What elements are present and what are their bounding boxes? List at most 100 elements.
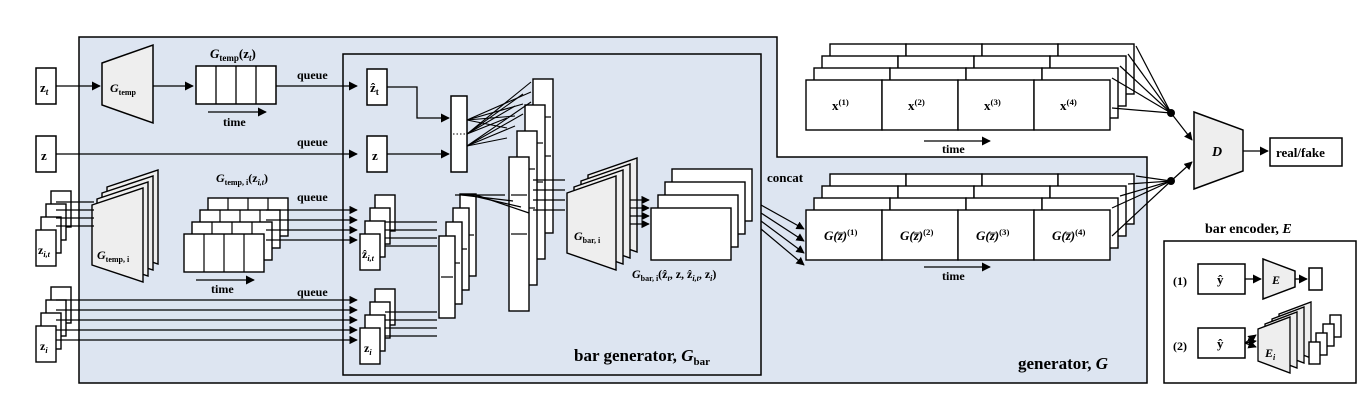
input-z: z (35, 135, 57, 173)
g-bar-i-trapezoid (566, 175, 617, 271)
bar-encoder-row1-encoder: E (1262, 257, 1296, 301)
svg-text:zt: zt (40, 80, 49, 97)
svg-text:Gbar, i: Gbar, i (574, 229, 601, 245)
generated-sample-cell (1033, 209, 1111, 261)
fan-line (466, 137, 508, 147)
svg-text:Gtemp, i: Gtemp, i (97, 248, 130, 264)
real-fake-output: real/fake (1269, 137, 1343, 167)
g-temp-i-generator-stack (91, 169, 159, 283)
concat-connections (760, 204, 805, 266)
track-to-full-line (461, 194, 514, 202)
bar-gen-z-i-box (359, 327, 381, 365)
svg-text:Gtemp, i(zi,t): Gtemp, i(zi,t) (216, 171, 268, 187)
node-to-d (1170, 112, 1193, 141)
svg-text:(1): (1) (1173, 274, 1187, 288)
svg-text:Gbar, i(ẑt, z, ẑi,t, zi): Gbar, i(ẑt, z, ẑi,t, zi) (632, 267, 716, 283)
bar-gen-fan-connections (455, 81, 532, 214)
fan-line (466, 93, 524, 135)
concat-arrow (760, 228, 805, 266)
fake-to-node (1127, 180, 1172, 185)
fake-to-node (1119, 180, 1172, 197)
real-sample-label-3: x(3) (984, 97, 1001, 113)
zhat-i-t-label: ẑi,t (362, 247, 375, 263)
svg-text:ŷ: ŷ (1217, 336, 1224, 351)
g-bar-output-frame (650, 207, 732, 261)
encoder-i-trapezoid (1257, 316, 1291, 374)
discriminator-inputs (1111, 45, 1193, 237)
multi-track-arrows (56, 201, 358, 345)
discriminator: D (1193, 110, 1244, 191)
fake-to-node (1135, 175, 1172, 182)
generated-sample-cell (881, 209, 959, 261)
fan-line (466, 117, 508, 135)
svg-text:queue: queue (297, 68, 328, 82)
svg-text:generator, G: generator, G (1018, 354, 1109, 373)
fan-line (466, 91, 532, 121)
real-sample-cell (805, 79, 883, 131)
input-z-i-stack: zi (35, 286, 72, 363)
real-samples-row: x(1) x(2) x(3) x(4) (805, 43, 1135, 131)
svg-text:bar generator, Gbar: bar generator, Gbar (574, 346, 710, 368)
svg-text:D: D (1211, 145, 1222, 160)
y-to-encoder-i (1244, 340, 1257, 349)
generated-sample-label-2: G(z̅)(2) (900, 227, 933, 243)
concat-arrow (760, 212, 805, 242)
svg-text:Gtemp: Gtemp (110, 81, 137, 97)
encoder-i-latent (1308, 341, 1321, 365)
g-temp-i-trapezoid (91, 187, 144, 283)
svg-text:time: time (211, 282, 234, 296)
svg-text:Gtemp(zt): Gtemp(zt) (210, 46, 256, 63)
svg-text:real/fake: real/fake (1276, 145, 1325, 160)
bar-encoder-row2-input: ŷ (1197, 327, 1246, 359)
fan-line (466, 81, 532, 135)
svg-text:bar encoder, E: bar encoder, E (1205, 222, 1292, 237)
bar-encoder-row1-input: ŷ (1197, 263, 1246, 295)
svg-text:time: time (942, 142, 965, 156)
fan-line (466, 115, 516, 121)
real-to-node (1111, 107, 1172, 114)
bar-gen-input-zhat-i-t-stack: ẑi,t (359, 194, 437, 271)
real-sample-label-2: x(2) (908, 97, 925, 113)
generated-sample-cell (957, 209, 1035, 261)
bar-gen-concat-vector-track-stack (438, 193, 477, 319)
fan-line (466, 105, 516, 135)
real-to-node (1135, 45, 1172, 114)
real-to-node (1127, 53, 1172, 114)
bar-gen-input-z-i-stack: zi (359, 288, 437, 365)
fan-line (466, 113, 524, 147)
fan-line (466, 125, 516, 147)
zhat-i-t-box (359, 233, 381, 271)
z-i-t-input-box (35, 229, 57, 267)
svg-text:time: time (223, 115, 246, 129)
track-to-full-line (475, 194, 530, 214)
svg-text:concat: concat (767, 170, 804, 185)
svg-text:z: z (41, 148, 47, 163)
node-to-d (1170, 161, 1193, 182)
svg-text:ẑt: ẑt (370, 80, 379, 97)
svg-text:E: E (1271, 273, 1280, 287)
g-temp-generator: Gtemp (101, 43, 154, 125)
concat-arrow (760, 204, 805, 230)
fan-line (466, 101, 532, 147)
generated-sample-label-1: G(z̅)(1) (824, 227, 857, 243)
concat-arrow (760, 220, 805, 254)
g-bar-i-output-stack (630, 168, 753, 261)
fake-to-node (1111, 180, 1172, 237)
bar-gen-input-zhat-t: ẑt (366, 68, 388, 106)
fan-line (466, 103, 524, 121)
fake-to-node (1111, 180, 1172, 209)
svg-text:queue: queue (297, 135, 328, 149)
input-z-t: zt (35, 67, 57, 105)
bar-gen-z-i-label: zi (364, 341, 372, 357)
z-i-input-box (35, 325, 57, 363)
real-sample-label-1: x(1) (832, 97, 849, 113)
real-sample-label-4: x(4) (1060, 97, 1077, 113)
bar-encoder-row1-latent (1308, 267, 1323, 291)
z-i-label: zi (40, 339, 48, 355)
svg-text:Ei: Ei (1264, 346, 1276, 362)
g-bar-i-generator-stack (533, 157, 638, 271)
svg-text:queue: queue (297, 190, 328, 204)
bar-gen-full-input-stack (508, 78, 554, 312)
real-sample-cell (1033, 79, 1111, 131)
